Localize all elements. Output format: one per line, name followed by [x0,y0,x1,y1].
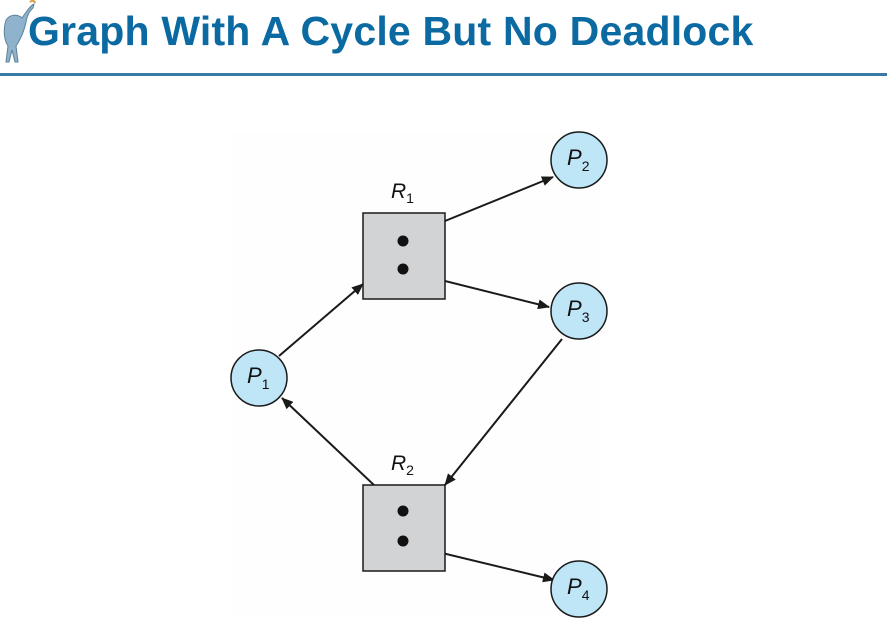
process-p4: P4 [550,560,608,618]
edge-p1-to-r1 [278,283,364,357]
process-label: P4 [567,574,590,603]
resource-instance-dot [397,505,409,517]
process-p3: P3 [550,282,608,340]
slide-title: Graph With A Cycle But No Deadlock [28,8,754,54]
process-circle [550,131,608,189]
resource-box [362,484,446,572]
resource-r2: R2 [362,452,446,572]
resource-label: R2 [391,452,414,478]
title-divider [0,73,887,76]
process-label: P2 [567,145,590,174]
process-circle [230,349,288,407]
resource-instance-dot [397,263,409,275]
slide-header: Graph With A Cycle But No Deadlock [0,0,887,80]
resource-instance-dot [397,535,409,547]
resource-box [362,212,446,300]
edge-p3-to-r2 [444,338,563,486]
process-circle [550,282,608,340]
process-p1: P1 [230,349,288,407]
resource-instance-dot [397,235,409,247]
process-label: P3 [567,296,590,325]
resource-label: R1 [391,180,414,206]
process-label: P1 [247,363,270,392]
dinosaur-logo-icon [3,0,36,63]
resource-r1: R1 [362,180,446,300]
process-circle [550,560,608,618]
process-p2: P2 [550,131,608,189]
